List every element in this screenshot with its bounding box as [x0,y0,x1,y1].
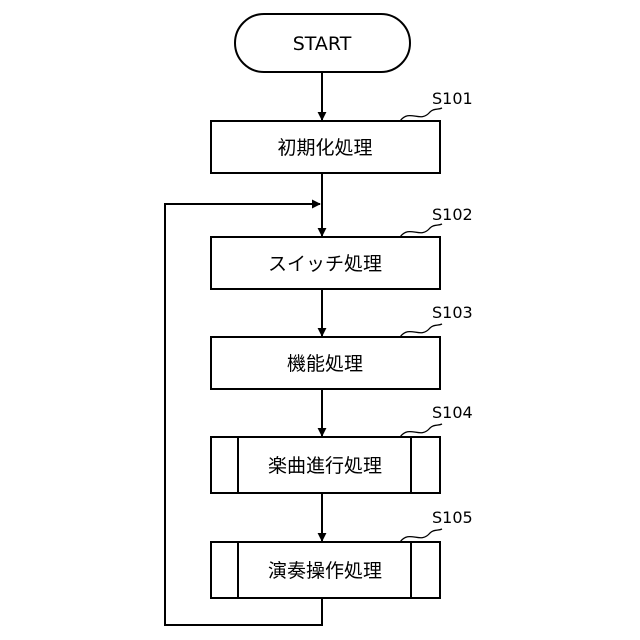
leader-line-s101 [400,108,442,121]
leader-line-s103 [400,324,442,337]
process-label-s101: 初期化処理 [277,137,372,159]
process-label-s104: 楽曲進行処理 [268,455,382,477]
step-id-s102: S102 [432,205,473,224]
step-id-s103: S103 [432,303,473,322]
step-id-s105: S105 [432,508,473,527]
step-id-s104: S104 [432,403,473,422]
leader-line-s105 [400,529,442,542]
leader-line-s102 [400,224,442,237]
leader-line-s104 [400,424,442,437]
process-label-s102: スイッチ処理 [268,253,382,275]
process-label-s105: 演奏操作処理 [268,560,382,582]
process-label-s103: 機能処理 [287,353,363,375]
step-id-s101: S101 [432,89,473,108]
start-label: START [293,33,352,55]
